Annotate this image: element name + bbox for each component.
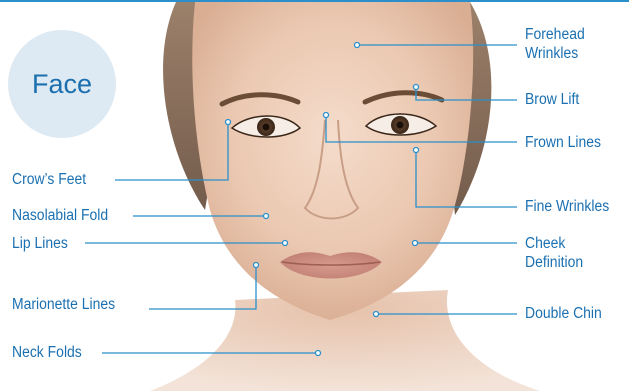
dot-lip-lines xyxy=(283,241,288,246)
label-forehead-line2: Wrinkles xyxy=(525,45,585,64)
dot-frown xyxy=(324,113,329,118)
dot-cheek xyxy=(413,241,418,246)
dot-crows-feet xyxy=(226,120,231,125)
dot-forehead xyxy=(355,43,360,48)
label-neck-folds: Neck Folds xyxy=(12,344,82,363)
label-frown-lines: Frown Lines xyxy=(525,134,601,153)
label-cheek-definition: Cheek Definition xyxy=(525,235,583,272)
dot-marionette xyxy=(254,263,259,268)
label-marionette-lines: Marionette Lines xyxy=(12,296,115,315)
label-forehead-line1: Forehead xyxy=(525,26,585,45)
label-cheek-line2: Definition xyxy=(525,254,583,273)
dot-brow-lift xyxy=(414,85,419,90)
label-double-chin: Double Chin xyxy=(525,305,602,324)
face-badge: Face xyxy=(8,30,116,138)
dot-nasolabial xyxy=(264,214,269,219)
label-nasolabial-fold: Nasolabial Fold xyxy=(12,207,108,226)
label-forehead-wrinkles: Forehead Wrinkles xyxy=(525,26,585,63)
label-brow-lift: Brow Lift xyxy=(525,91,579,110)
label-lip-lines: Lip Lines xyxy=(12,235,68,254)
dot-neck-folds xyxy=(316,351,321,356)
label-cheek-line1: Cheek xyxy=(525,235,583,254)
label-fine-wrinkles: Fine Wrinkles xyxy=(525,198,609,217)
label-crows-feet: Crow’s Feet xyxy=(12,171,86,190)
badge-label: Face xyxy=(32,69,92,100)
dot-fine-wrinkles xyxy=(414,148,419,153)
dot-double-chin xyxy=(374,312,379,317)
